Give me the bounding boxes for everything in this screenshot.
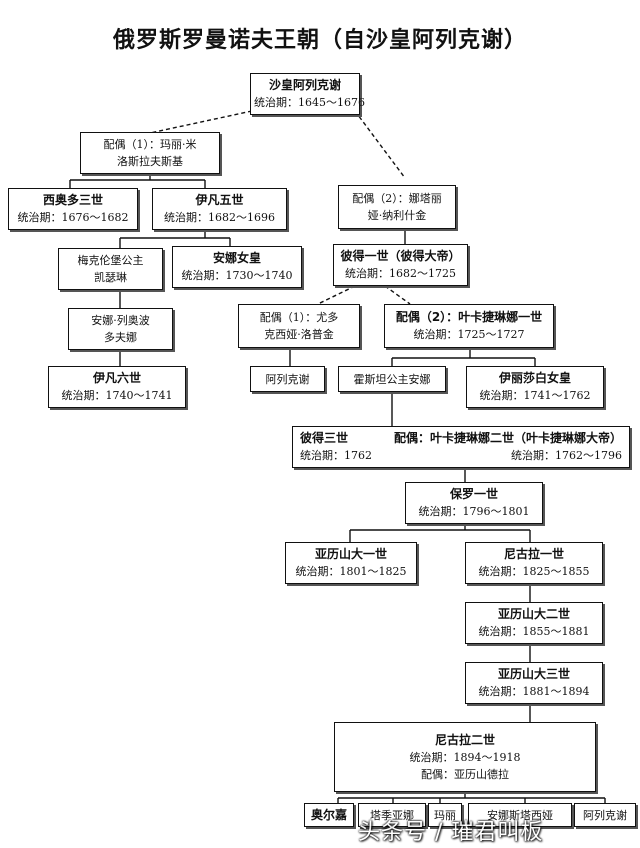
node-spouse2: 配偶（2）：娜塔丽 娅·纳利什金: [338, 185, 456, 229]
node-reign: 统治期：1796～1801: [418, 505, 530, 518]
node-name: 尼古拉二世: [434, 732, 495, 747]
node-reign: 统治期：1881～1894: [478, 685, 590, 698]
node-catherine1: 配偶（2）：叶卡捷琳娜一世 统治期：1725～1727: [384, 304, 554, 348]
node-name: 配偶（2）：叶卡捷琳娜一世: [395, 310, 543, 324]
node-reign: 统治期：1730～1740: [181, 269, 293, 282]
node-line: 多夫娜: [104, 331, 137, 344]
node-peter3-catherine2: 彼得三世 配偶：叶卡捷琳娜二世（叶卡捷琳娜大帝） 统治期：1762 统治期：17…: [292, 426, 630, 468]
node-reign: 统治期：1894～1918: [409, 750, 521, 764]
node-ivan6: 伊凡六世 统治期：1740～1741: [48, 366, 186, 408]
node-line: 配偶（1）：玛丽·米: [103, 138, 197, 151]
node-feodor3: 西奥多三世 统治期：1676～1682: [8, 188, 138, 230]
node-alexander2: 亚历山大二世 统治期：1855～1881: [465, 602, 603, 644]
node-reign: 统治期：1740～1741: [61, 389, 173, 402]
node-name: 彼得三世: [300, 431, 349, 445]
node-ivan5: 伊凡五世 统治期：1682～1696: [152, 188, 287, 230]
node-reign: 统治期：1855～1881: [478, 625, 590, 638]
node-line: 克西娅·洛普金: [264, 328, 334, 341]
node-name: 亚历山大一世: [314, 547, 387, 561]
node-line: 霍斯坦公主安娜: [353, 372, 431, 386]
node-name: 阿列克谢: [583, 808, 627, 822]
node-catherine-mecklenburg: 梅克伦堡公主 凯瑟琳: [58, 248, 163, 290]
node-anna-leopoldovna: 安娜·列奥波 多夫娜: [68, 308, 173, 350]
node-alexei-petrovich: 阿列克谢: [250, 366, 325, 392]
node-child-olga: 奥尔嘉: [304, 803, 354, 827]
node-reign: 统治期：1682～1725: [345, 267, 456, 280]
node-name: 塔季亚娜: [370, 808, 414, 822]
node-reign: 统治期：1725～1727: [413, 328, 525, 341]
node-nicholas2: 尼古拉二世 统治期：1894～1918 配偶：亚历山德拉: [334, 722, 596, 792]
node-name: 奥尔嘉: [310, 807, 347, 822]
node-name: 亚历山大三世: [497, 667, 570, 681]
node-alexander3: 亚历山大三世 统治期：1881～1894: [465, 662, 603, 704]
page-title: 俄罗斯罗曼诺夫王朝（自沙皇阿列克谢）: [112, 28, 527, 53]
node-child-anastasia: 安娜斯塔西娅: [468, 803, 572, 827]
node-spouse1: 配偶（1）：玛丽·米 洛斯拉夫斯基: [80, 132, 220, 174]
node-name: 保罗一世: [449, 487, 498, 501]
node-name: 伊凡六世: [92, 371, 141, 385]
node-line: 凯瑟琳: [94, 271, 127, 284]
node-name: 安娜女皇: [212, 251, 261, 265]
node-name: 玛丽: [434, 808, 456, 822]
node-elizabeth: 伊丽莎白女皇 统治期：1741～1762: [466, 366, 604, 408]
node-reign: 统治期：1645～1676: [254, 96, 365, 109]
node-line: 配偶（2）：娜塔丽: [352, 192, 442, 205]
node-name: 西奥多三世: [42, 193, 103, 207]
node-spouse-reign: 统治期：1762～1796: [511, 449, 622, 462]
node-nicholas1: 尼古拉一世 统治期：1825～1855: [465, 542, 603, 584]
node-reign: 统治期：1825～1855: [478, 565, 590, 578]
node-line: 娅·纳利什金: [367, 209, 427, 222]
node-peter1: 彼得一世（彼得大帝） 统治期：1682～1725: [333, 244, 468, 286]
node-spouse: 配偶：叶卡捷琳娜二世（叶卡捷琳娜大帝）: [393, 431, 622, 445]
node-name: 彼得一世（彼得大帝）: [340, 249, 461, 263]
node-child-tatiana: 塔季亚娜: [358, 803, 426, 827]
watermark: 头条号 / 璀君叫板: [358, 820, 544, 845]
node-peter1-spouse1: 配偶（1）：尤多 克西娅·洛普金: [238, 304, 360, 348]
node-paul1: 保罗一世 统治期：1796～1801: [405, 482, 543, 524]
node-line: 洛斯拉夫斯基: [117, 155, 183, 168]
node-anna-holstein: 霍斯坦公主安娜: [338, 366, 446, 392]
node-reign: 统治期：1741～1762: [479, 389, 591, 402]
node-line: 配偶（1）：尤多: [259, 311, 339, 324]
node-reign: 统治期：1676～1682: [17, 211, 129, 224]
node-line: 梅克伦堡公主: [77, 254, 144, 267]
node-spouse: 配偶：亚历山德拉: [421, 767, 509, 781]
node-child-maria: 玛丽: [428, 803, 462, 827]
node-reign: 统治期：1682～1696: [164, 211, 275, 224]
node-name: 沙皇阿列克谢: [268, 78, 341, 92]
node-name: 亚历山大二世: [497, 607, 570, 621]
node-name: 伊丽莎白女皇: [498, 371, 571, 385]
node-reign: 统治期：1801～1825: [295, 565, 407, 578]
node-anna: 安娜女皇 统治期：1730～1740: [172, 246, 302, 288]
node-alexei: 沙皇阿列克谢 统治期：1645～1676: [250, 73, 365, 115]
node-child-alexei: 阿列克谢: [574, 803, 636, 827]
node-line: 安娜·列奥波: [91, 314, 150, 327]
node-reign: 统治期：1762: [300, 449, 372, 462]
node-name: 伊凡五世: [195, 193, 244, 207]
node-name: 安娜斯塔西娅: [487, 808, 553, 822]
node-alexander1: 亚历山大一世 统治期：1801～1825: [285, 542, 417, 584]
node-line: 阿列克谢: [265, 372, 310, 386]
node-name: 尼古拉一世: [503, 547, 564, 561]
